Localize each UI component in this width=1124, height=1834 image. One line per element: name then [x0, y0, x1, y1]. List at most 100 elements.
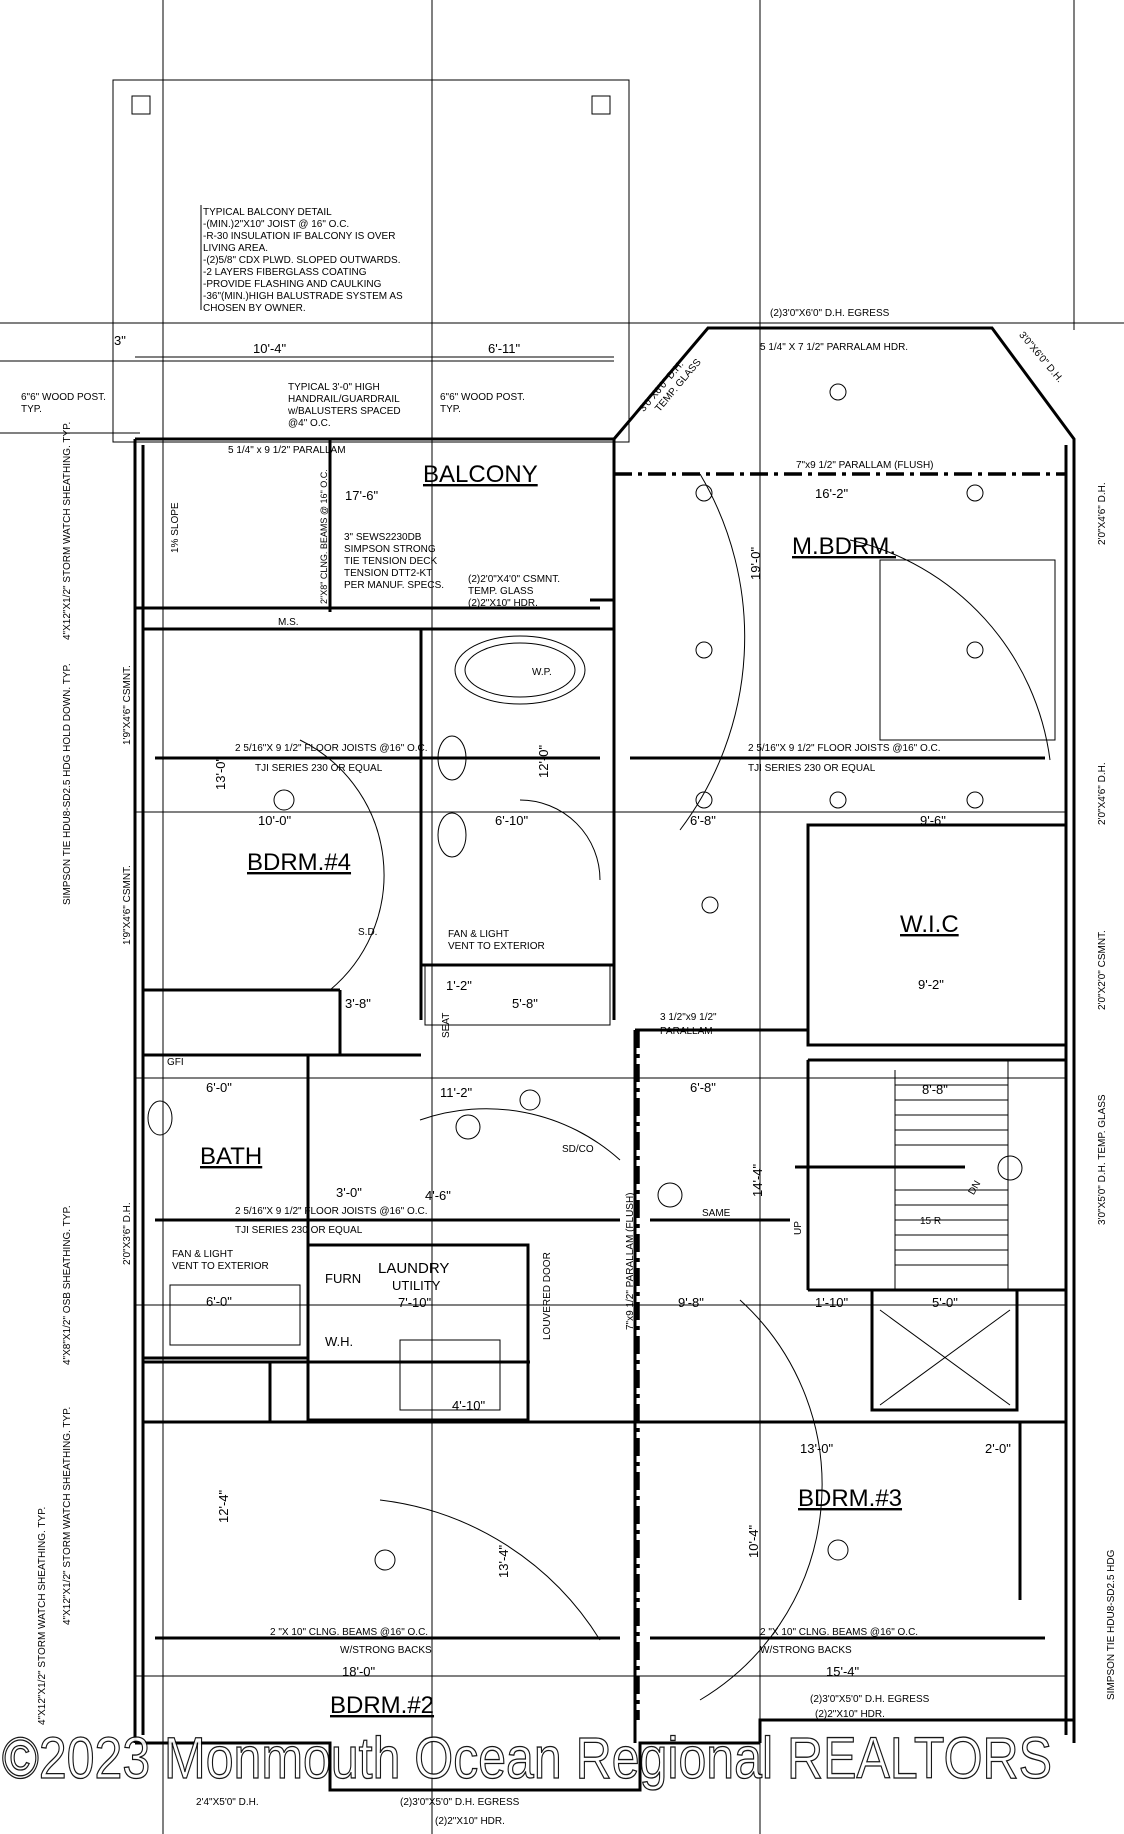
flush-beam-top: 7"x9 1/2" PARALLAM (FLUSH) [796, 460, 934, 471]
svg-text:-36"(MIN.)HIGH BALUSTRADE SYST: -36"(MIN.)HIGH BALUSTRADE SYSTEM AS [203, 291, 403, 302]
smoke-co-label: SD/CO [562, 1144, 594, 1155]
ceiling-beam-note: 2 "X 10" CLNG. BEAMS @16" O.C. [270, 1627, 428, 1638]
ms-label: M.S. [278, 617, 299, 628]
smoke-detector-label: S.D. [358, 927, 377, 938]
louvered-door: LOUVERED DOOR [542, 1252, 553, 1340]
dim: 18'-0" [342, 1664, 376, 1679]
watermark: ©2023 Monmouth Ocean Regional REALTORS [2, 1726, 1052, 1791]
light-fixtures [273, 383, 1023, 1571]
dim: 10'-4" [253, 341, 287, 356]
room-utility: UTILITY [392, 1278, 441, 1293]
left-side-note: 4"X8"X1/2" OSB SHEATHING. TYP. [62, 1205, 73, 1365]
left-side-note: 1'9"X4'6" CSMNT. [122, 665, 133, 745]
svg-text:w/BALUSTERS SPACED: w/BALUSTERS SPACED [287, 406, 401, 417]
post-note-left: 6"6" WOOD POST. [21, 392, 106, 403]
egress-bdrm2: (2)3'0"X5'0" D.H. EGRESS [400, 1797, 520, 1808]
sews-note: 3" SEWS2230DB SIMPSON STRONG TIE TENSION… [344, 532, 444, 591]
dim: 5'-0" [932, 1295, 958, 1310]
dh-bdrm2: 2'4"X5'0" D.H. [196, 1797, 259, 1808]
slope-note: 1% SLOPE [170, 502, 181, 553]
dim: 12'-0" [536, 744, 551, 778]
dim: 5'-8" [512, 996, 538, 1011]
joist-note: 2 5/16"X 9 1/2" FLOOR JOISTS @16" O.C. [748, 743, 941, 754]
svg-text:PER MANUF. SPECS.: PER MANUF. SPECS. [344, 580, 444, 591]
svg-text:-(MIN.)2"X10" JOIST @ 16" O.C.: -(MIN.)2"X10" JOIST @ 16" O.C. [203, 219, 349, 230]
header-bdrm2: (2)2"X10" HDR. [435, 1816, 505, 1827]
dim: 7'-10" [398, 1295, 432, 1310]
dim: 12'-4" [216, 1489, 231, 1523]
room-bath: BATH [200, 1143, 262, 1170]
dimension-lines [135, 356, 1066, 1677]
ceiling-beam-note: 2 "X 10" CLNG. BEAMS @16" O.C. [760, 1627, 918, 1638]
right-side-note: 2'0"X4'6" D.H. [1097, 762, 1108, 825]
fan-note: VENT TO EXTERIOR [172, 1261, 269, 1272]
svg-text:(2)2"X10" HDR.: (2)2"X10" HDR. [468, 598, 538, 609]
joist-note: TJI SERIES 230 OR EQUAL [235, 1225, 363, 1236]
balcony-parallam: 5 1/4" x 9 1/2" PARALLAM [228, 445, 346, 456]
fan-note: FAN & LIGHT [172, 1249, 233, 1260]
header-top: 5 1/4" X 7 1/2" PARRALAM HDR. [760, 342, 908, 353]
dim: 14'-4" [750, 1163, 765, 1197]
dim: 9'-2" [918, 977, 944, 992]
svg-text:-2 LAYERS FIBERGLASS COATING: -2 LAYERS FIBERGLASS COATING [203, 267, 367, 278]
right-side-note: 2'0"X2'0" CSMNT. [1097, 930, 1108, 1010]
post-note-right: 6"6" WOOD POST. [440, 392, 525, 403]
left-side-note: SIMPSON TIE HDU8-SD2.5 HDG HOLD DOWN. TY… [62, 663, 73, 905]
dim: 6'-10" [495, 813, 529, 828]
room-seat: SEAT [441, 1013, 452, 1038]
right-side-note: 2'0"X4'6" D.H. [1097, 482, 1108, 545]
parallam-note: PARALLAM [660, 1026, 713, 1037]
right-side-note: SIMPSON TIE HDU8-SD2.5 HDG [1106, 1549, 1117, 1700]
fan-note: FAN & LIGHT [448, 929, 509, 940]
room-balcony: BALCONY [423, 461, 538, 488]
dim: 1'-10" [815, 1295, 849, 1310]
room-labels: BALCONY M.BDRM. BDRM.#4 W.I.C BATH LAUND… [200, 461, 959, 1719]
flush-beam-vertical: 7"x9 1/2" PARALLAM (FLUSH) [625, 1192, 636, 1330]
gfi-label: GFI [167, 1057, 184, 1068]
fixtures [147, 559, 1056, 1411]
fan-note: VENT TO EXTERIOR [448, 941, 545, 952]
joist-lines [155, 440, 1045, 1720]
handrail-note: TYPICAL 3'-0" HIGH HANDRAIL/GUARDRAIL w/… [287, 382, 401, 429]
room-bedroom-2: BDRM.#2 [330, 1692, 434, 1719]
stair-up: UP [793, 1221, 804, 1235]
notes: TYPICAL BALCONY DETAIL -(MIN.)2"X10" JOI… [21, 205, 1117, 1827]
header-bdrm3: (2)2"X10" HDR. [815, 1709, 885, 1720]
stair-down: DN [967, 1179, 984, 1197]
post-note-right: TYP. [440, 404, 461, 415]
bay-window-right: 3'0"X6'0" D.H. [1016, 330, 1065, 385]
svg-text:SIMPSON STRONG: SIMPSON STRONG [344, 544, 436, 555]
dim: 13'-0" [213, 756, 228, 790]
room-laundry: LAUNDRY [378, 1260, 449, 1277]
csmnt-note: (2)2'0"X4'0" CSMNT. TEMP. GLASS (2)2"X10… [468, 574, 560, 609]
wp-label: W.P. [532, 667, 552, 678]
ceiling-beam-note: W/STRONG BACKS [340, 1645, 432, 1656]
dim: 3'-0" [336, 1185, 362, 1200]
ceiling-beams-balcony: 2"X8" CLNG. BEAMS @ 16" O.C. [319, 469, 329, 604]
svg-text:CHOSEN BY OWNER.: CHOSEN BY OWNER. [203, 303, 306, 314]
door-swings [299, 473, 1051, 1701]
joist-note: TJI SERIES 230 OR EQUAL [255, 763, 383, 774]
left-side-note: 1'9"X4'6" CSMNT. [122, 865, 133, 945]
svg-text:TYPICAL 3'-0" HIGH: TYPICAL 3'-0" HIGH [288, 382, 380, 393]
exterior-walls [133, 326, 1076, 1792]
svg-text:LIVING AREA.: LIVING AREA. [203, 243, 268, 254]
dimension-labels: 3" 10'-4" 6'-11" 17'-6" 16'-2" 19'-0" 13… [114, 333, 1011, 1679]
dim: 4'-6" [425, 1188, 451, 1203]
svg-text:-(2)5/8" CDX PLWD. SLOPED OUTW: -(2)5/8" CDX PLWD. SLOPED OUTWARDS. [203, 255, 400, 266]
risers-note: 15 R [920, 1216, 941, 1227]
dim: 3" [114, 333, 126, 348]
svg-text:@4" O.C.: @4" O.C. [288, 418, 331, 429]
room-bedroom-4: BDRM.#4 [247, 849, 351, 876]
egress-bdrm3: (2)3'0"X5'0" D.H. EGRESS [810, 1694, 930, 1705]
room-wic: W.I.C [900, 911, 959, 938]
parallam-note: 3 1/2"x9 1/2" [660, 1012, 717, 1023]
dim: 6'-0" [206, 1080, 232, 1095]
svg-text:TENSION DTT2-KT: TENSION DTT2-KT [344, 568, 432, 579]
dim: 8'-8" [922, 1082, 948, 1097]
svg-text:(2)2'0"X4'0" CSMNT.: (2)2'0"X4'0" CSMNT. [468, 574, 560, 585]
svg-text:-R-30 INSULATION IF BALCONY IS: -R-30 INSULATION IF BALCONY IS OVER [203, 231, 395, 242]
svg-text:TEMP. GLASS: TEMP. GLASS [468, 586, 534, 597]
dim: 10'-0" [258, 813, 292, 828]
